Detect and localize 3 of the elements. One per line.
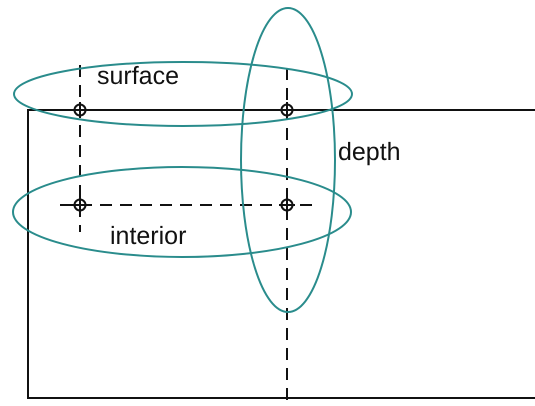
region-label: surface bbox=[97, 64, 179, 89]
region-label: depth bbox=[338, 140, 401, 165]
region-label: interior bbox=[110, 224, 186, 249]
